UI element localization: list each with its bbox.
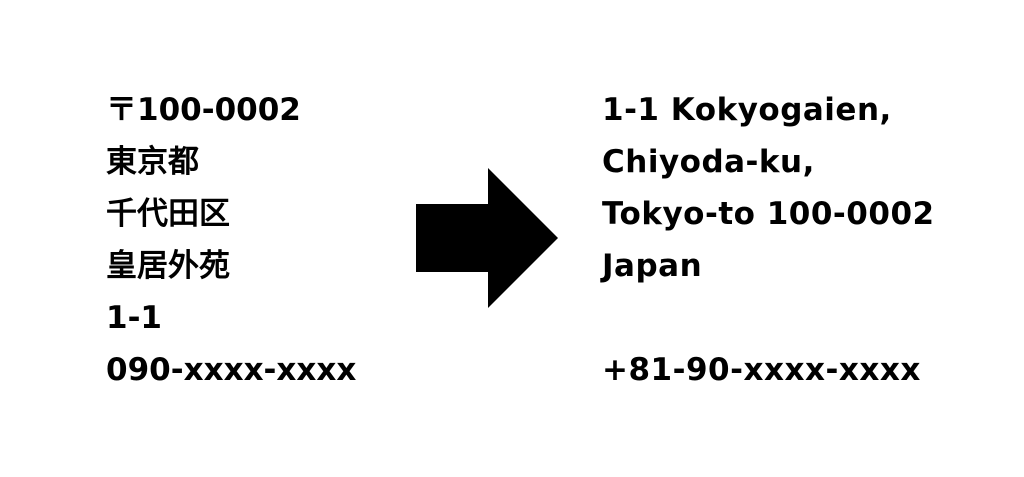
english-ward-line: Chiyoda-ku,: [602, 144, 815, 180]
spacer: [602, 292, 935, 344]
right-arrow-icon: [416, 168, 558, 308]
arrow-shape: [416, 168, 558, 308]
japanese-district: 皇居外苑: [106, 248, 230, 284]
english-street-line: 1-1 Kokyogaien,: [602, 92, 892, 128]
japanese-prefecture: 東京都: [106, 144, 199, 180]
japanese-address-block: 〒100-0002 東京都 千代田区 皇居外苑 1-1 090-xxxx-xxx…: [106, 84, 356, 396]
japanese-phone: 090-xxxx-xxxx: [106, 352, 357, 388]
english-country-line: Japan: [602, 248, 703, 284]
japanese-block-number: 1-1: [106, 300, 163, 336]
japanese-ward: 千代田区: [106, 196, 230, 232]
english-city-postal-line: Tokyo-to 100-0002: [602, 196, 935, 232]
english-phone: +81-90-xxxx-xxxx: [602, 352, 921, 388]
japanese-postal-code: 〒100-0002: [106, 92, 301, 128]
english-address-block: 1-1 Kokyogaien, Chiyoda-ku, Tokyo-to 100…: [602, 84, 935, 396]
